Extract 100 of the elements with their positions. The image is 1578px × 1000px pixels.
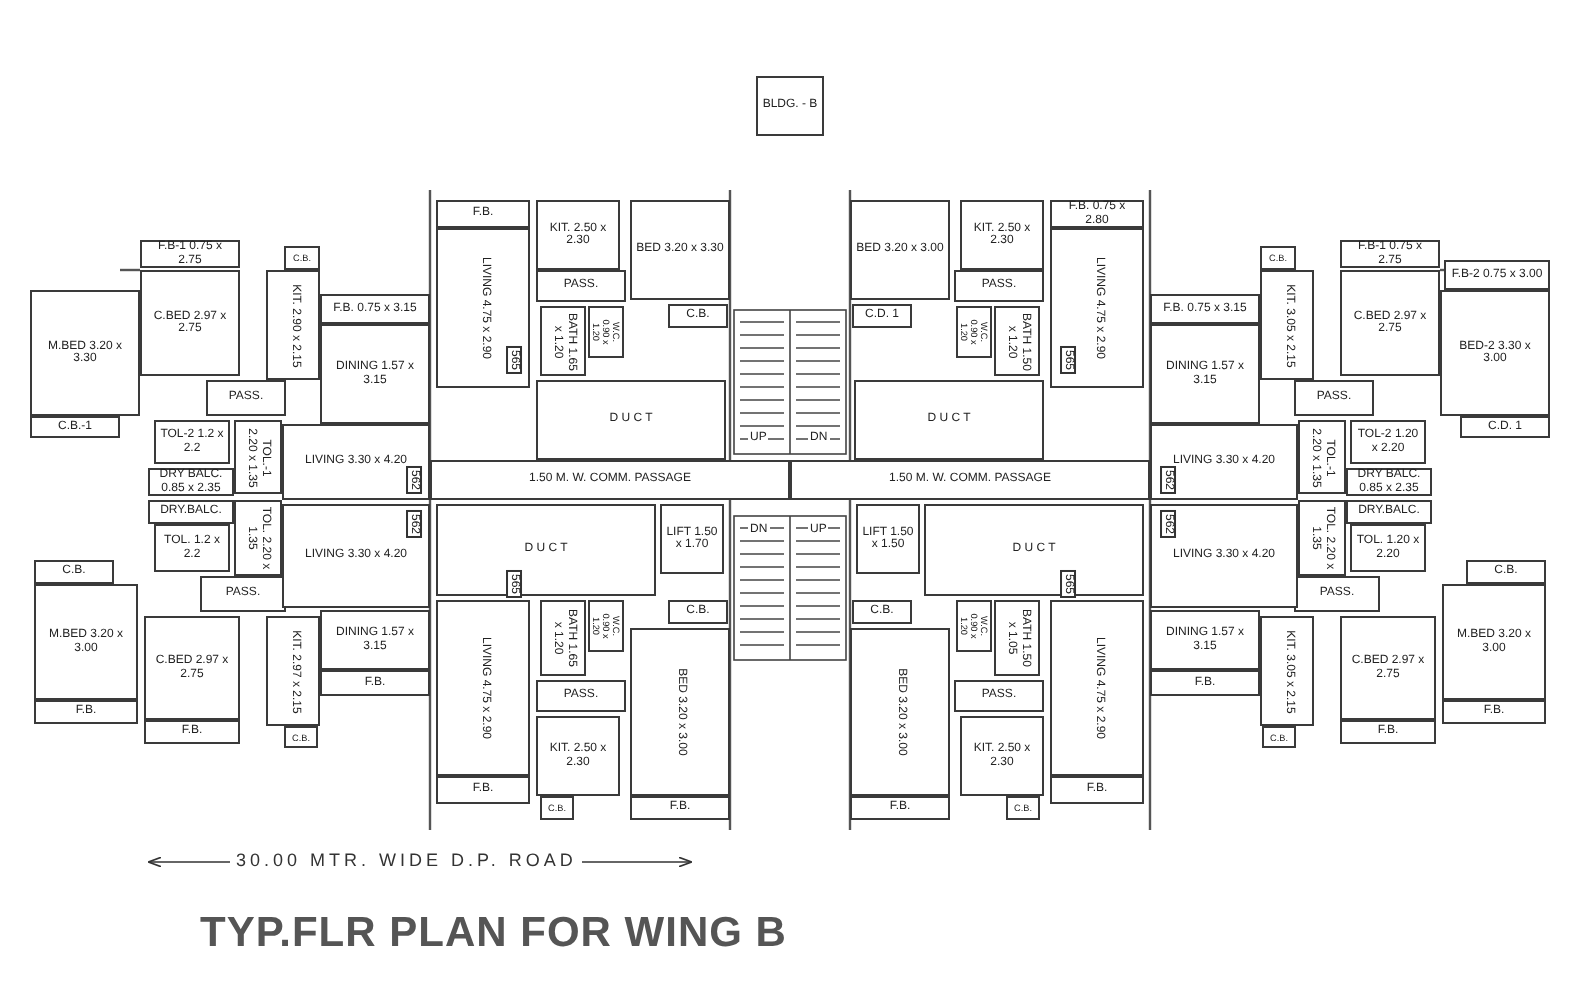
room-outline bbox=[954, 270, 1044, 302]
room-outline bbox=[1150, 504, 1298, 608]
room-outline bbox=[960, 200, 1044, 270]
room-outline bbox=[536, 380, 726, 460]
room-outline bbox=[852, 600, 912, 624]
room-outline bbox=[1346, 500, 1432, 524]
room-outline bbox=[1350, 420, 1426, 464]
room-outline bbox=[1442, 700, 1546, 724]
room-outline bbox=[1466, 560, 1546, 584]
room-outline bbox=[320, 670, 430, 696]
room-outline bbox=[1350, 524, 1426, 572]
room-outline bbox=[630, 200, 730, 300]
room-outline bbox=[630, 628, 730, 796]
room-outline bbox=[1050, 228, 1144, 388]
room-outline bbox=[850, 200, 950, 300]
room-outline bbox=[756, 76, 824, 136]
room-outline bbox=[436, 228, 530, 388]
room-outline bbox=[850, 628, 950, 796]
room-outline bbox=[1260, 270, 1314, 380]
room-outline bbox=[1346, 468, 1432, 496]
room-outline bbox=[850, 796, 950, 820]
room-outline bbox=[436, 504, 656, 596]
room-outline bbox=[34, 700, 138, 724]
room-outline bbox=[956, 600, 992, 652]
room-outline bbox=[1298, 420, 1346, 494]
room-outline bbox=[282, 504, 430, 608]
room-outline bbox=[1050, 600, 1144, 776]
room-outline bbox=[1260, 616, 1314, 726]
room-outline bbox=[1294, 576, 1380, 612]
room-outline bbox=[148, 500, 234, 524]
room-outline bbox=[140, 240, 240, 268]
room-outline bbox=[1006, 796, 1040, 820]
room-outline bbox=[154, 420, 230, 464]
room-outline bbox=[1340, 720, 1436, 744]
room-outline bbox=[588, 600, 624, 652]
room-outline bbox=[234, 500, 282, 576]
room-outline bbox=[34, 560, 114, 584]
room-outline bbox=[536, 716, 620, 796]
room-outline bbox=[1050, 776, 1144, 804]
room-outline bbox=[994, 306, 1040, 376]
room-outline bbox=[1150, 670, 1260, 696]
room-outline bbox=[206, 380, 286, 416]
room-outline bbox=[588, 306, 624, 358]
room-outline bbox=[1150, 294, 1260, 324]
room-outline bbox=[790, 460, 1150, 500]
room-outline bbox=[320, 324, 430, 424]
room-outline bbox=[266, 270, 320, 380]
room-outline bbox=[852, 304, 912, 328]
room-outline bbox=[1460, 416, 1550, 438]
room-outline bbox=[1298, 500, 1346, 576]
room-outline bbox=[540, 306, 586, 376]
room-outline bbox=[144, 616, 240, 720]
room-outline bbox=[994, 600, 1040, 676]
room-outline bbox=[956, 306, 992, 358]
room-outline bbox=[854, 380, 1044, 460]
room-outline bbox=[140, 270, 240, 376]
room-outline bbox=[282, 424, 430, 500]
room-outline bbox=[30, 416, 120, 438]
room-outline bbox=[1340, 270, 1440, 376]
room-outline bbox=[1050, 200, 1144, 228]
room-outline bbox=[924, 504, 1144, 596]
road-label: 30.00 MTR. WIDE D.P. ROAD bbox=[230, 850, 583, 870]
room-outline bbox=[234, 420, 282, 494]
room-outline bbox=[668, 304, 728, 328]
room-outline bbox=[436, 200, 530, 228]
room-outline bbox=[536, 200, 620, 270]
room-outline bbox=[536, 270, 626, 302]
room-outline bbox=[960, 716, 1044, 796]
room-outline bbox=[1294, 380, 1374, 416]
room-outline bbox=[1262, 726, 1296, 748]
room-outline bbox=[540, 600, 586, 676]
room-outline bbox=[540, 796, 574, 820]
room-outline bbox=[536, 680, 626, 712]
room-outline bbox=[144, 720, 240, 744]
room-outline bbox=[430, 460, 790, 500]
room-outline bbox=[436, 600, 530, 776]
room-outline bbox=[284, 246, 320, 270]
room-outline bbox=[1440, 290, 1550, 416]
room-outline bbox=[1444, 260, 1550, 290]
room-outline bbox=[34, 584, 138, 700]
room-outline bbox=[30, 290, 140, 416]
room-outline bbox=[200, 576, 286, 612]
room-outline bbox=[1150, 324, 1260, 424]
room-outline bbox=[320, 610, 430, 670]
room-outline bbox=[1260, 246, 1296, 270]
room-outline bbox=[630, 796, 730, 820]
room-outline bbox=[284, 726, 318, 748]
room-outline bbox=[320, 294, 430, 324]
room-outline bbox=[668, 600, 728, 624]
room-outline bbox=[1340, 616, 1436, 720]
room-outline bbox=[266, 616, 320, 726]
room-outline bbox=[1150, 610, 1260, 670]
room-outline bbox=[856, 504, 920, 574]
room-outline bbox=[954, 680, 1044, 712]
room-outline bbox=[148, 468, 234, 496]
room-outline bbox=[1340, 240, 1440, 268]
room-outline bbox=[436, 776, 530, 804]
room-outline bbox=[154, 524, 230, 572]
room-outline bbox=[660, 504, 724, 574]
room-outline bbox=[1442, 584, 1546, 700]
